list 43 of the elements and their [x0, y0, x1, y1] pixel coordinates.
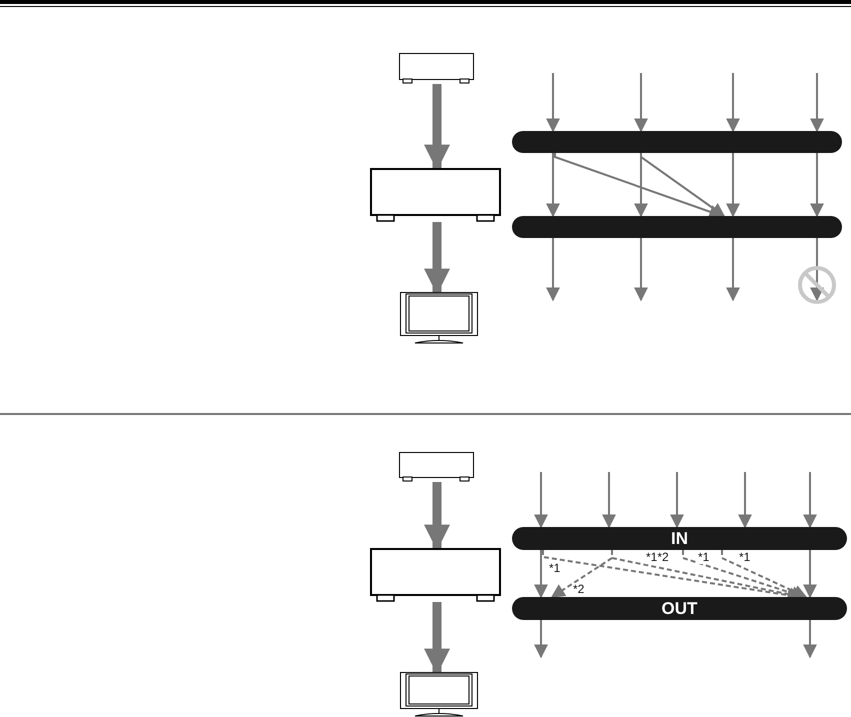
- arrow: [726, 238, 740, 302]
- arrow: [670, 472, 684, 528]
- device-drawing: [399, 452, 474, 482]
- signal-bar: [512, 597, 847, 620]
- arrow: [640, 153, 726, 217]
- tv-drawing: [400, 292, 478, 344]
- arrow: [810, 73, 824, 132]
- arrow: [424, 602, 450, 675]
- edge-label: *1: [548, 562, 562, 575]
- arrow: [534, 472, 548, 528]
- arrow: [634, 238, 648, 302]
- arrow: [424, 84, 450, 171]
- arrow: [634, 73, 648, 132]
- edge-label: *1: [738, 551, 752, 564]
- bar-label: IN: [671, 530, 688, 547]
- signal-bar: [512, 131, 842, 153]
- edge-label: *1*2: [645, 551, 670, 564]
- arrow: [803, 550, 817, 598]
- arrow: [726, 73, 740, 132]
- arrow: [803, 472, 817, 528]
- arrow: [546, 153, 560, 218]
- arrow: [721, 550, 808, 598]
- arrow: [534, 620, 548, 658]
- arrow: [810, 153, 824, 218]
- edge-label: *2: [572, 583, 586, 596]
- arrow: [534, 550, 548, 598]
- arrow: [546, 238, 560, 302]
- arrow: [546, 73, 560, 132]
- signal-bar: [512, 216, 842, 238]
- device-drawing: [370, 168, 501, 222]
- arrow: [810, 238, 824, 302]
- arrow: [602, 472, 616, 528]
- tv-drawing: [400, 672, 478, 717]
- device-drawing: [370, 548, 501, 602]
- edge-label: *1: [697, 551, 710, 564]
- arrow: [803, 620, 817, 658]
- signal-bar: [512, 527, 847, 550]
- device-drawing: [399, 53, 474, 84]
- arrow: [738, 472, 752, 528]
- bar-label: OUT: [662, 600, 698, 617]
- arrow: [726, 153, 740, 218]
- arrow: [424, 482, 450, 551]
- arrow: [424, 222, 450, 295]
